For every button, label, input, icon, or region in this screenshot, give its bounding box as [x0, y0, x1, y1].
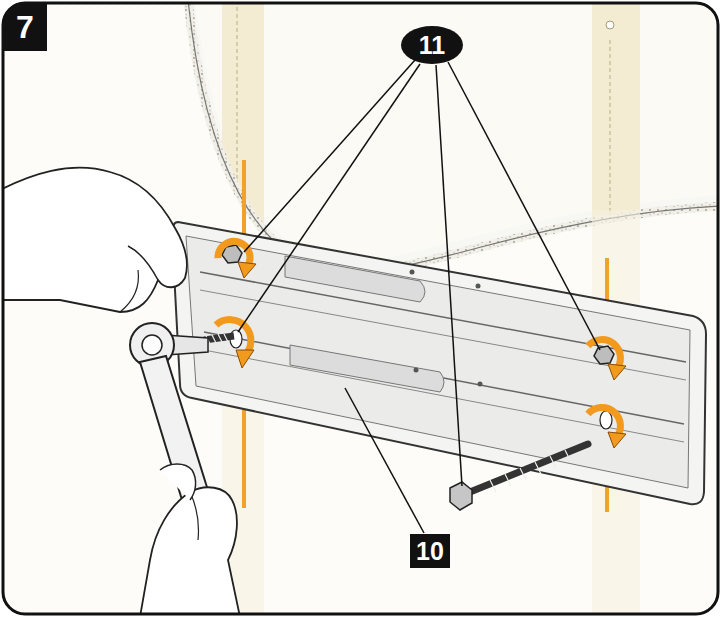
step-number: 7 — [3, 3, 47, 51]
callout-number: 11 — [401, 26, 463, 64]
callout-number-text: 11 — [419, 33, 445, 58]
part-number: 10 — [410, 534, 450, 568]
step-number-text: 7 — [16, 11, 34, 43]
part-number-text: 10 — [416, 539, 444, 564]
